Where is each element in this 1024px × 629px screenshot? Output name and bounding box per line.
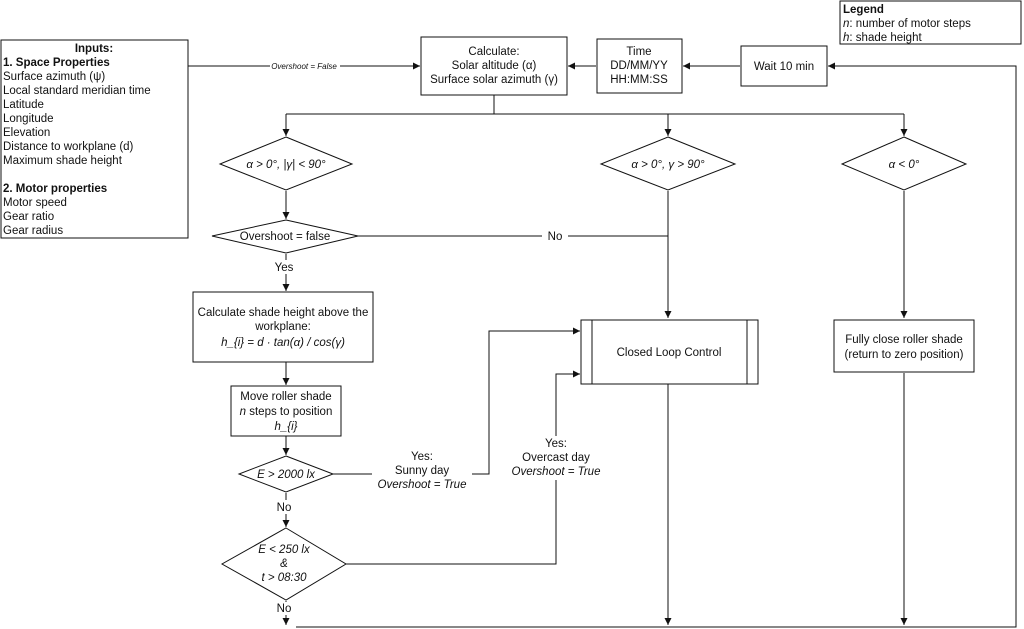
calculate-node: Calculate: Solar altitude (α) Surface so…	[420, 36, 568, 96]
edge-return-loop	[296, 62, 1017, 628]
edge-label-yes: Yes	[275, 262, 294, 274]
wait-node: Wait 10 min	[740, 45, 828, 87]
inputs-frame	[0, 39, 189, 239]
edge-label-no: No	[277, 603, 292, 615]
input-item: Maximum shade height	[3, 155, 123, 167]
decision-d1-label: α > 0°, |γ| < 90°	[246, 159, 326, 171]
edge-label-no: No	[548, 231, 563, 243]
wait-label: Wait 10 min	[754, 61, 814, 73]
fully-close-line: Fully close roller shade	[845, 334, 963, 346]
fully-close-box	[833, 319, 975, 373]
decision-d3-shape	[840, 136, 968, 191]
closed-loop-label: Closed Loop Control	[617, 347, 722, 359]
calculate-line: Solar altitude (α)	[452, 60, 537, 72]
edge-label-bg	[508, 436, 608, 480]
decision-d2: α > 0°, γ > 90°	[599, 136, 737, 191]
calc-shade-line: workplane:	[254, 321, 311, 333]
edge-label-no: No	[277, 502, 292, 514]
move-line: h_{i}	[274, 421, 297, 433]
edge-label-bg	[270, 61, 340, 71]
decision-overshoot-label: Overshoot = false	[240, 231, 330, 243]
calculate-line: Calculate:	[468, 46, 519, 58]
time-box	[596, 38, 683, 94]
calc-shade-node: Calculate shade height above the workpla…	[192, 291, 374, 363]
input-item: Elevation	[3, 127, 50, 139]
edge-label-sunny: Overshoot = True	[378, 479, 467, 491]
motor-properties-heading: 2. Motor properties	[3, 183, 107, 195]
fully-close-node: Fully close roller shade (return to zero…	[833, 319, 975, 373]
move-line: Move roller shade	[240, 391, 331, 403]
wait-box	[740, 45, 828, 87]
legend: Legend n: number of motor steps h: shade…	[839, 0, 1022, 45]
input-item: Motor speed	[3, 197, 67, 209]
decision-d3: α < 0°	[840, 136, 968, 191]
edge-label-overcast: Yes:	[545, 438, 567, 450]
decision-lux2-label: t > 08:30	[261, 572, 307, 584]
calc-shade-formula: h_{i} = d · tan(α) / cos(γ)	[221, 337, 345, 349]
edge-label-sunny: Sunny day	[395, 465, 450, 477]
decision-lux2-label: &	[280, 558, 288, 570]
time-line: HH:MM:SS	[610, 74, 668, 86]
decision-lux2-shape	[220, 527, 347, 601]
legend-h-entry: h: shade height	[843, 32, 922, 44]
move-node: Move roller shade n steps to position h_…	[230, 385, 342, 437]
edge-label-overshoot-false: Overshoot = False	[271, 62, 337, 71]
calc-shade-line: Calculate shade height above the	[198, 307, 369, 319]
legend-title: Legend	[843, 4, 884, 16]
input-item: Gear radius	[3, 225, 63, 237]
edge-label-bg	[542, 229, 568, 243]
input-item: Longitude	[3, 113, 54, 125]
decision-lux1-shape	[237, 455, 335, 493]
edge-label-bg	[272, 602, 298, 615]
input-item: Surface azimuth (ψ)	[3, 71, 105, 83]
decision-lux1-label: E > 2000 lx	[257, 469, 316, 481]
time-line: Time	[626, 46, 651, 58]
decision-d2-shape	[599, 136, 737, 191]
time-line: DD/MM/YY	[610, 60, 668, 72]
closed-loop-node: Closed Loop Control	[580, 319, 759, 385]
decision-lux1: E > 2000 lx	[237, 455, 335, 493]
input-item: Latitude	[3, 99, 44, 111]
move-box	[230, 385, 342, 437]
input-item: Local standard meridian time	[3, 85, 151, 97]
decision-d2-label: α > 0°, γ > 90°	[631, 159, 705, 171]
decision-lux2: E < 250 lx & t > 08:30	[220, 527, 347, 601]
edge-label-bg	[372, 448, 472, 494]
legend-n-entry: n: number of motor steps	[843, 18, 971, 30]
decision-d1: α > 0°, |γ| < 90°	[218, 136, 354, 191]
decision-overshoot-shape	[211, 219, 359, 254]
closed-loop-box	[580, 319, 759, 385]
edge-label-bg	[270, 260, 302, 274]
move-line: n steps to position	[240, 406, 333, 418]
legend-box	[839, 0, 1022, 45]
calc-shade-box	[192, 291, 374, 363]
edge-label-overcast: Overshoot = True	[512, 466, 601, 478]
edge-label-bg	[272, 500, 298, 514]
input-item: Distance to workplane (d)	[3, 141, 134, 153]
fully-close-line: (return to zero position)	[845, 349, 964, 361]
inputs-title: Inputs:	[75, 43, 113, 55]
calculate-box	[420, 36, 568, 96]
inputs-box: Inputs: 1. Space Properties Surface azim…	[0, 39, 189, 239]
calculate-line: Surface solar azimuth (γ)	[430, 74, 558, 86]
time-node: Time DD/MM/YY HH:MM:SS	[596, 38, 683, 94]
space-properties-heading: 1. Space Properties	[3, 57, 110, 69]
decision-lux2-label: E < 250 lx	[258, 544, 311, 556]
decision-overshoot: Overshoot = false	[211, 219, 359, 254]
decision-d1-shape	[218, 136, 354, 191]
input-item: Gear ratio	[3, 211, 54, 223]
edge-label-overcast: Overcast day	[522, 452, 590, 464]
edge-label-sunny: Yes:	[411, 451, 433, 463]
decision-d3-label: α < 0°	[889, 159, 920, 171]
